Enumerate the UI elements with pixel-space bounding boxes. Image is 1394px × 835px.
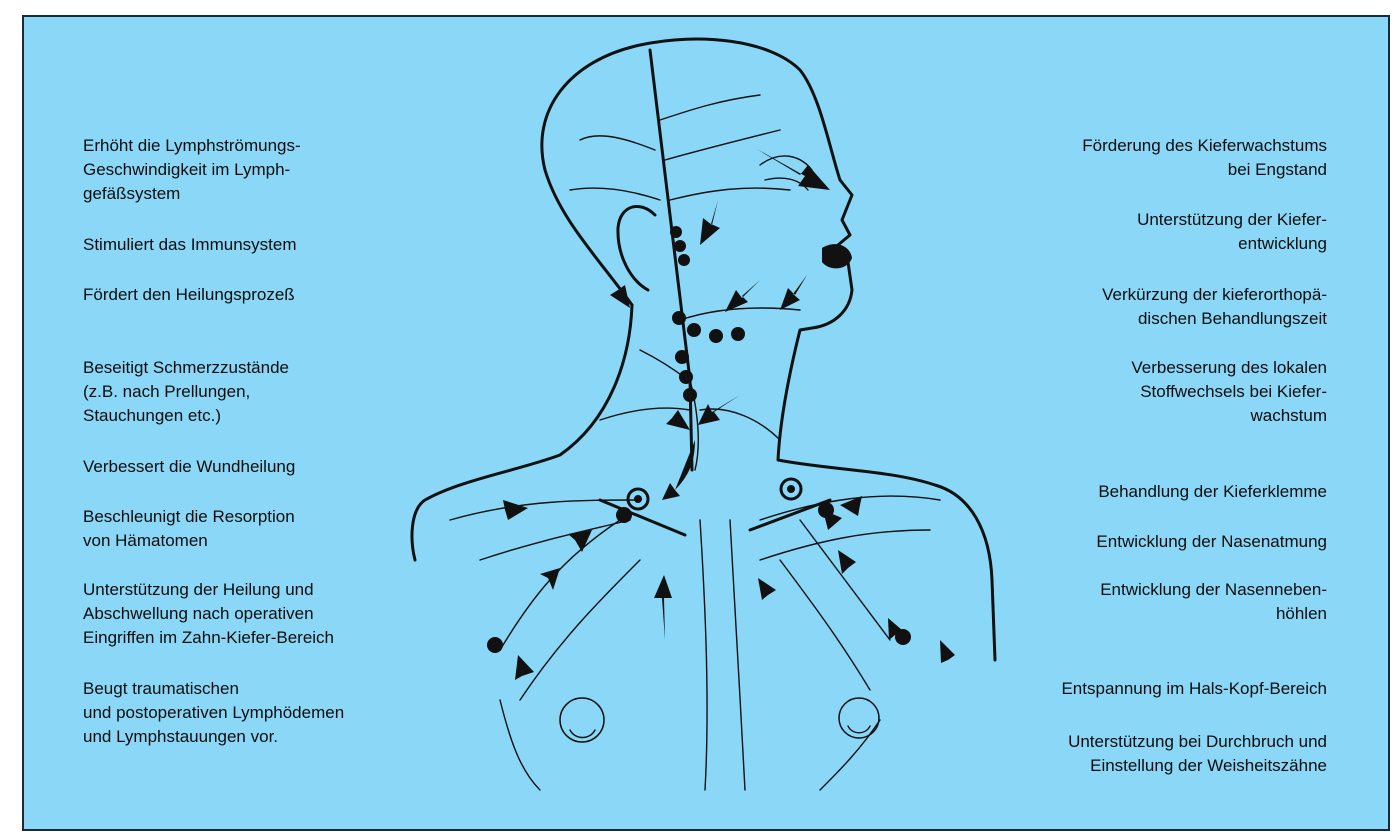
chest-markers	[560, 698, 879, 742]
flow-arrows	[460, 148, 962, 705]
left-shoulder-outline	[412, 305, 632, 560]
ear-outline	[618, 206, 655, 290]
venous-angle-nodes	[628, 479, 801, 509]
body-outline	[542, 39, 995, 660]
